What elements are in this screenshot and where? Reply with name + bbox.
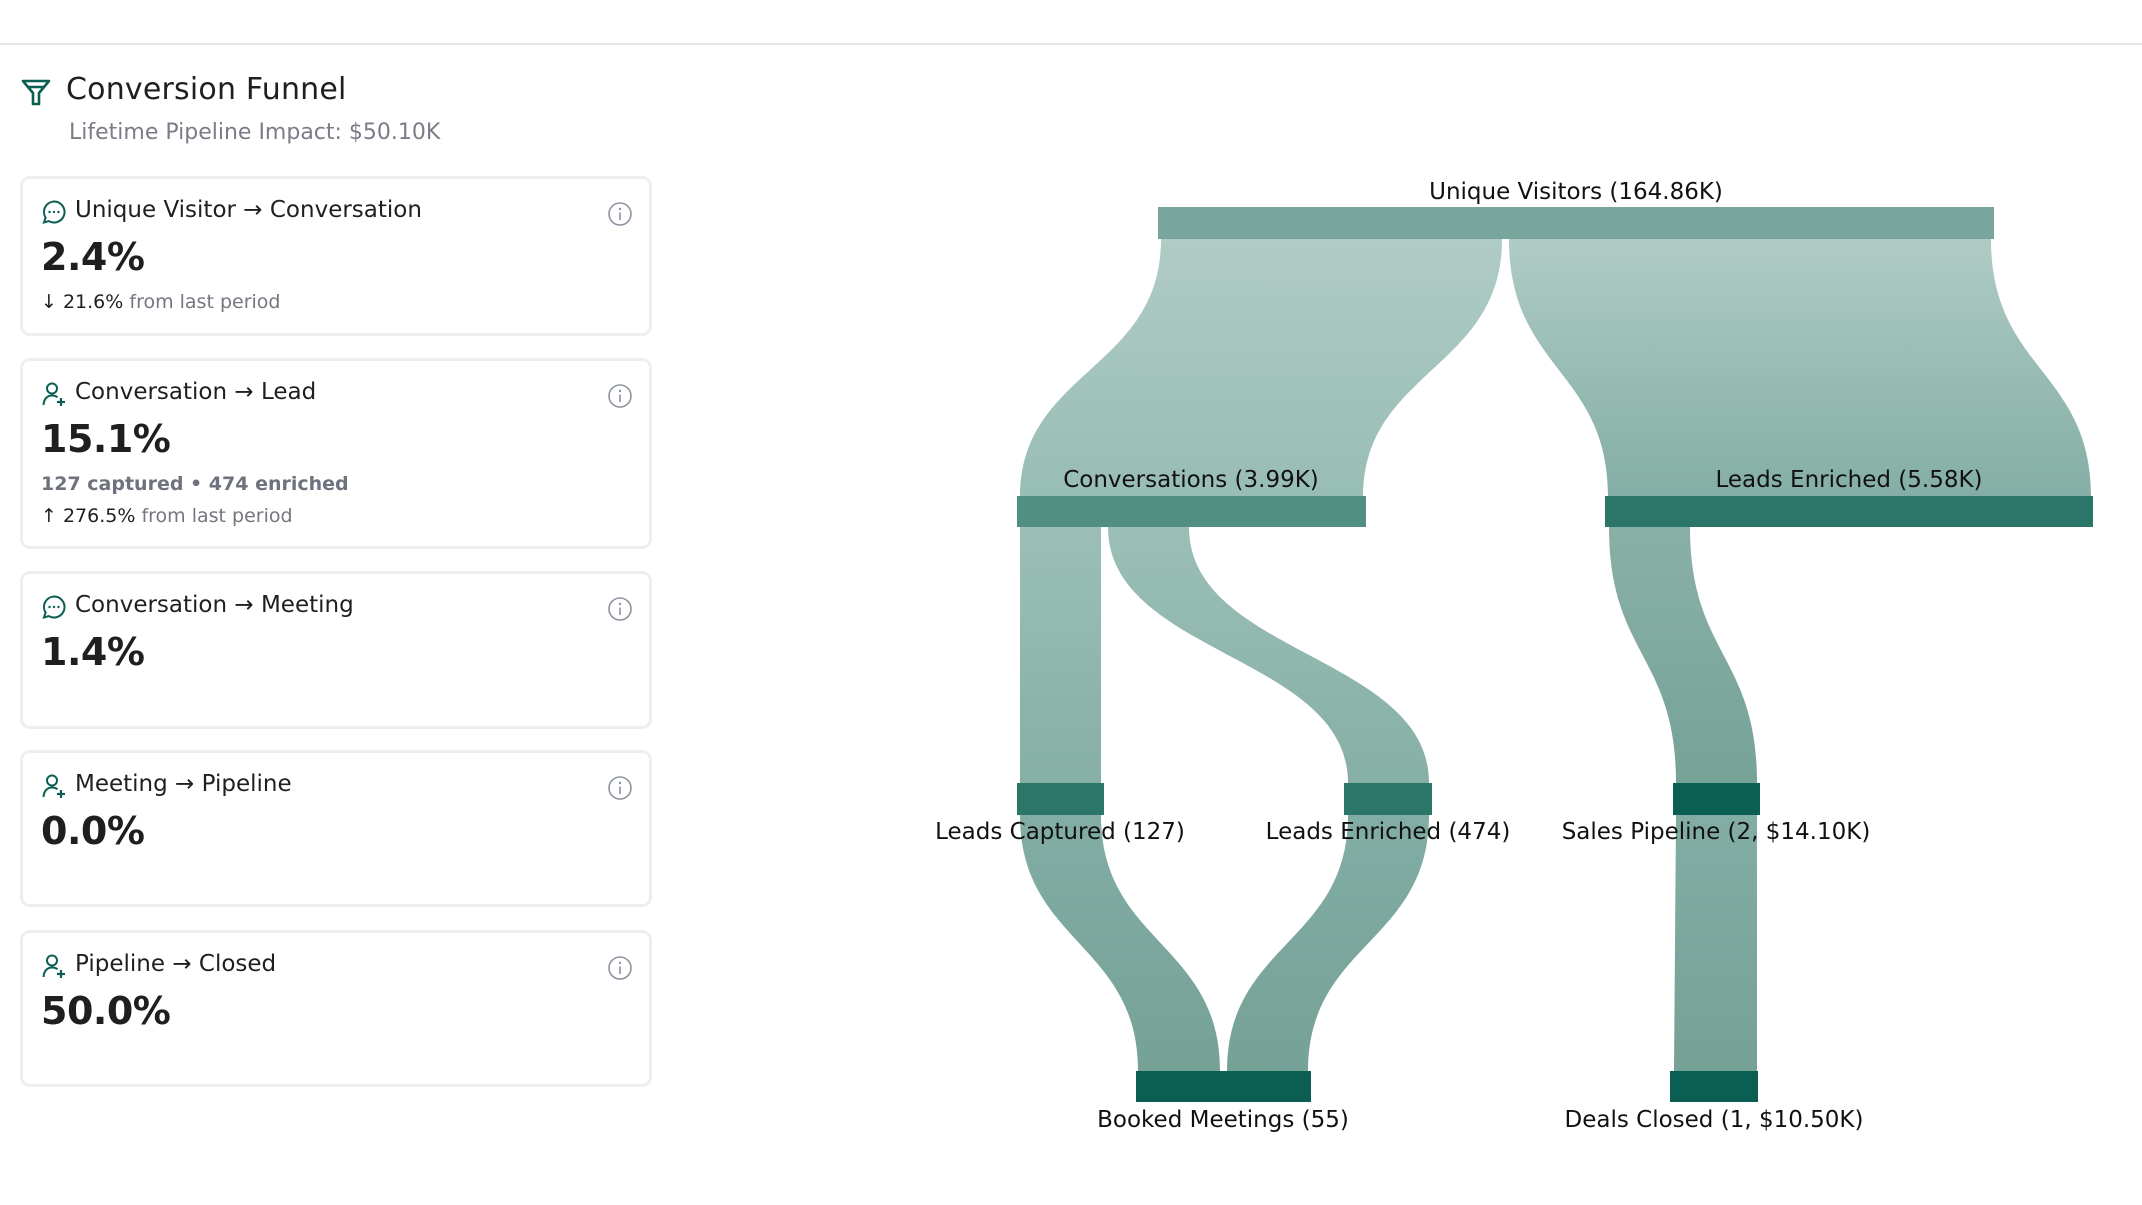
metric-card-pipeline-closed: Pipeline → Closed 50.0% bbox=[20, 930, 652, 1087]
link-conversations-to-leads-enriched[interactable] bbox=[1108, 527, 1429, 783]
info-icon[interactable] bbox=[607, 383, 633, 409]
change-value: 21.6% bbox=[62, 291, 124, 313]
label-booked-meetings: Booked Meetings (55) bbox=[1097, 1107, 1349, 1133]
link-leads-enriched-to-sales-pipeline[interactable] bbox=[1609, 527, 1757, 783]
node-deals-closed[interactable] bbox=[1670, 1071, 1758, 1102]
label-deals-closed: Deals Closed (1, $10.50K) bbox=[1565, 1107, 1864, 1133]
node-booked-meetings[interactable] bbox=[1136, 1071, 1311, 1102]
change-suffix: from last period bbox=[141, 505, 293, 527]
user-plus-icon bbox=[42, 774, 65, 798]
metric-card-meeting-pipeline: Meeting → Pipeline 0.0% bbox=[20, 750, 652, 907]
metric-card-conversation-meeting: Conversation → Meeting 1.4% bbox=[20, 571, 652, 729]
period-change: ↓ 21.6% from last period bbox=[41, 291, 280, 313]
card-title: Unique Visitor → Conversation bbox=[75, 197, 422, 223]
lead-breakdown: 127 captured • 474 enriched bbox=[41, 473, 349, 495]
link-leads-captured-to-booked-meetings[interactable] bbox=[1020, 815, 1220, 1071]
card-title: Pipeline → Closed bbox=[75, 951, 277, 977]
conversion-rate: 2.4% bbox=[41, 235, 145, 279]
arrow-down-icon: ↓ bbox=[41, 291, 57, 313]
link-conversations-to-leads-captured[interactable] bbox=[1020, 527, 1101, 783]
user-plus-icon bbox=[42, 382, 65, 406]
info-icon[interactable] bbox=[607, 596, 633, 622]
page-title: Conversion Funnel bbox=[66, 72, 347, 107]
link-visitors-to-leads-enriched[interactable] bbox=[1509, 239, 2091, 497]
label-leads-enriched: Leads Enriched (474) bbox=[1266, 819, 1511, 845]
arrow-up-icon: ↑ bbox=[41, 505, 57, 527]
chat-bubble-icon bbox=[42, 595, 66, 619]
node-leads-enriched[interactable] bbox=[1344, 783, 1432, 815]
node-sales-pipeline[interactable] bbox=[1673, 783, 1760, 815]
conversion-rate: 15.1% bbox=[41, 417, 171, 461]
card-title: Conversation → Lead bbox=[75, 379, 317, 405]
node-conversations[interactable] bbox=[1017, 496, 1366, 527]
metric-card-visitor-conversation: Unique Visitor → Conversation 2.4% ↓ 21.… bbox=[20, 176, 652, 336]
label-conversations: Conversations (3.99K) bbox=[1063, 467, 1319, 493]
period-change: ↑ 276.5% from last period bbox=[41, 505, 293, 527]
metric-card-conversation-lead: Conversation → Lead 15.1% 127 captured •… bbox=[20, 358, 652, 549]
user-plus-icon bbox=[42, 954, 65, 978]
link-visitors-to-conversations[interactable] bbox=[1020, 239, 1502, 497]
card-title: Meeting → Pipeline bbox=[75, 771, 292, 797]
label-unique-visitors: Unique Visitors (164.86K) bbox=[1429, 179, 1723, 205]
node-leads-captured[interactable] bbox=[1017, 783, 1104, 815]
info-icon[interactable] bbox=[607, 955, 633, 981]
chat-bubble-icon bbox=[42, 200, 66, 224]
info-icon[interactable] bbox=[607, 201, 633, 227]
node-unique-visitors[interactable] bbox=[1158, 207, 1994, 239]
label-sales-pipeline: Sales Pipeline (2, $14.10K) bbox=[1562, 819, 1871, 845]
conversion-rate: 0.0% bbox=[41, 809, 145, 853]
info-icon[interactable] bbox=[607, 775, 633, 801]
label-leads-captured: Leads Captured (127) bbox=[935, 819, 1185, 845]
change-value: 276.5% bbox=[62, 505, 136, 527]
label-leads-enriched-top: Leads Enriched (5.58K) bbox=[1715, 467, 1982, 493]
card-title: Conversation → Meeting bbox=[75, 592, 354, 618]
link-sales-pipeline-to-deals-closed[interactable] bbox=[1674, 815, 1757, 1071]
conversion-rate: 1.4% bbox=[41, 630, 145, 674]
conversion-rate: 50.0% bbox=[41, 989, 171, 1033]
pipeline-impact: Lifetime Pipeline Impact: $50.10K bbox=[69, 120, 441, 145]
funnel-icon bbox=[21, 79, 51, 106]
change-suffix: from last period bbox=[129, 291, 281, 313]
link-leads-enriched-to-booked-meetings[interactable] bbox=[1227, 815, 1429, 1071]
top-bar bbox=[0, 0, 2142, 45]
node-leads-enriched-top[interactable] bbox=[1605, 496, 2093, 527]
